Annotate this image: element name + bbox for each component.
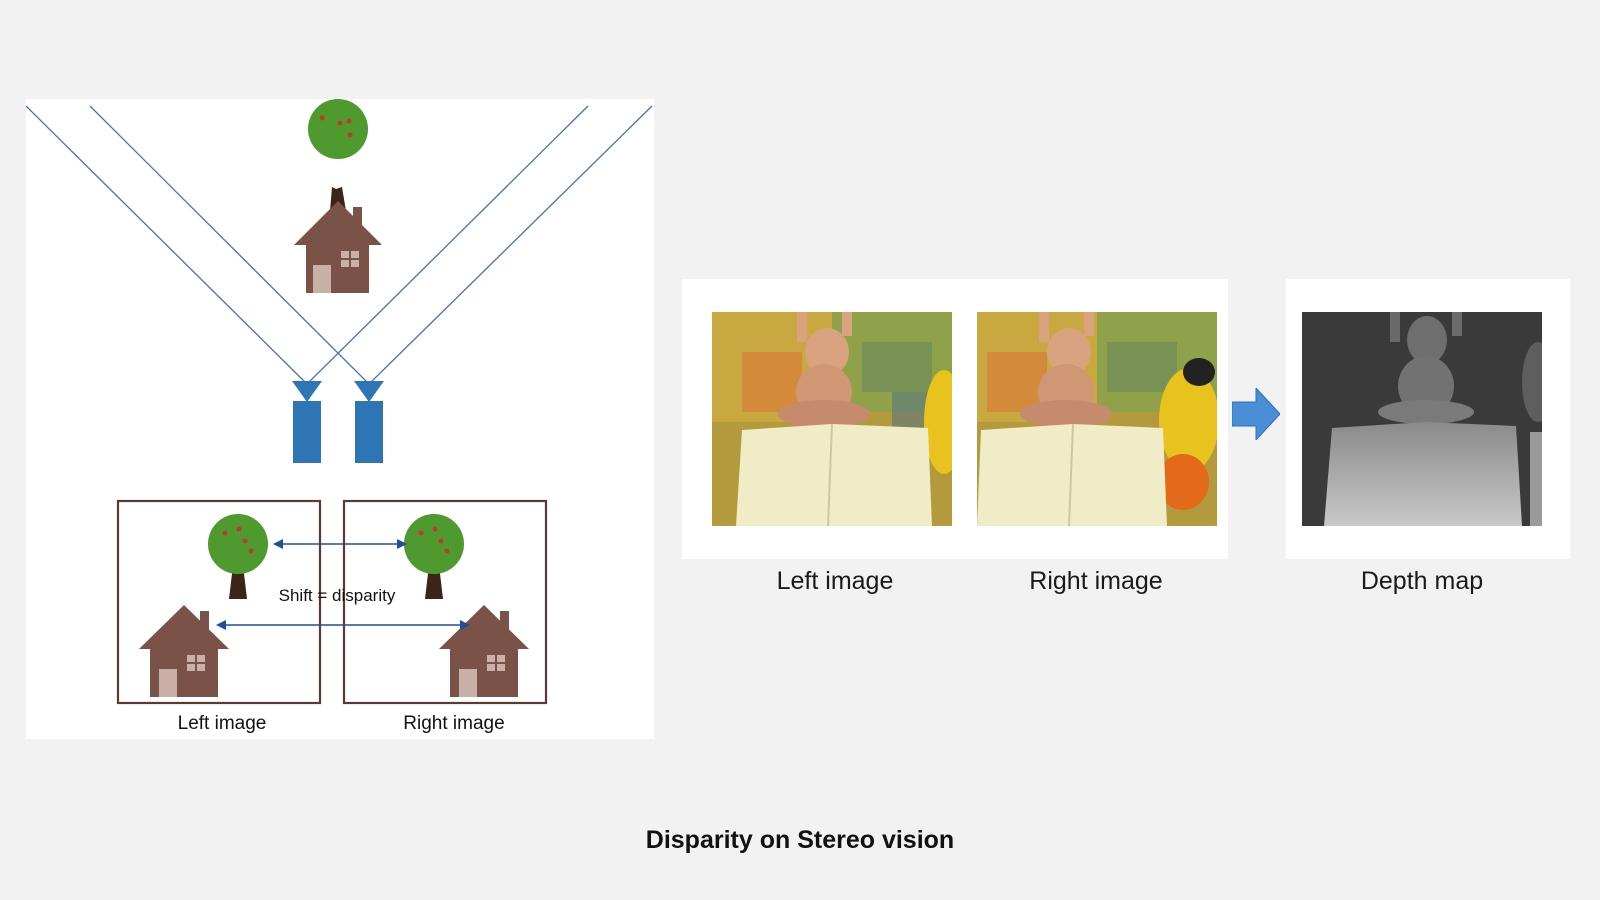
- right-image-frame: [342, 499, 548, 705]
- right-camera-icon: [354, 381, 384, 463]
- camera-rays: [26, 105, 653, 385]
- right-arrow-icon: [1231, 386, 1281, 445]
- right-frame-house-icon: [439, 605, 529, 697]
- page-title: Disparity on Stereo vision: [645, 826, 955, 854]
- tree-icon: [308, 99, 368, 211]
- shift-disparity-label: Shift = disparity: [279, 586, 396, 605]
- depth-map-caption: Depth map: [1360, 567, 1484, 595]
- house-shift-arrow: [216, 620, 470, 630]
- left-camera-icon: [292, 381, 322, 463]
- right-photo-caption: Right image: [1029, 567, 1163, 595]
- depth-map-image: [1302, 312, 1542, 526]
- stereo-diagram-panel: Shift = disparity Left image Right image: [26, 99, 654, 739]
- stereo-diagram: Shift = disparity Left image Right image: [26, 99, 653, 734]
- left-photo-caption: Left image: [776, 567, 894, 595]
- right-photo: [977, 312, 1217, 526]
- depth-map-panel: [1286, 279, 1570, 559]
- right-frame-label: Right image: [403, 713, 504, 734]
- left-frame-house-icon: [139, 605, 229, 697]
- house-icon: [294, 201, 382, 293]
- right-frame-tree-icon: [404, 514, 464, 599]
- tree-shift-arrow: [273, 539, 407, 549]
- left-frame-tree-icon: [208, 514, 268, 599]
- left-image-frame: [116, 499, 322, 705]
- left-photo: [712, 312, 952, 526]
- left-frame-label: Left image: [178, 713, 267, 734]
- stereo-photo-pair: [682, 279, 1228, 559]
